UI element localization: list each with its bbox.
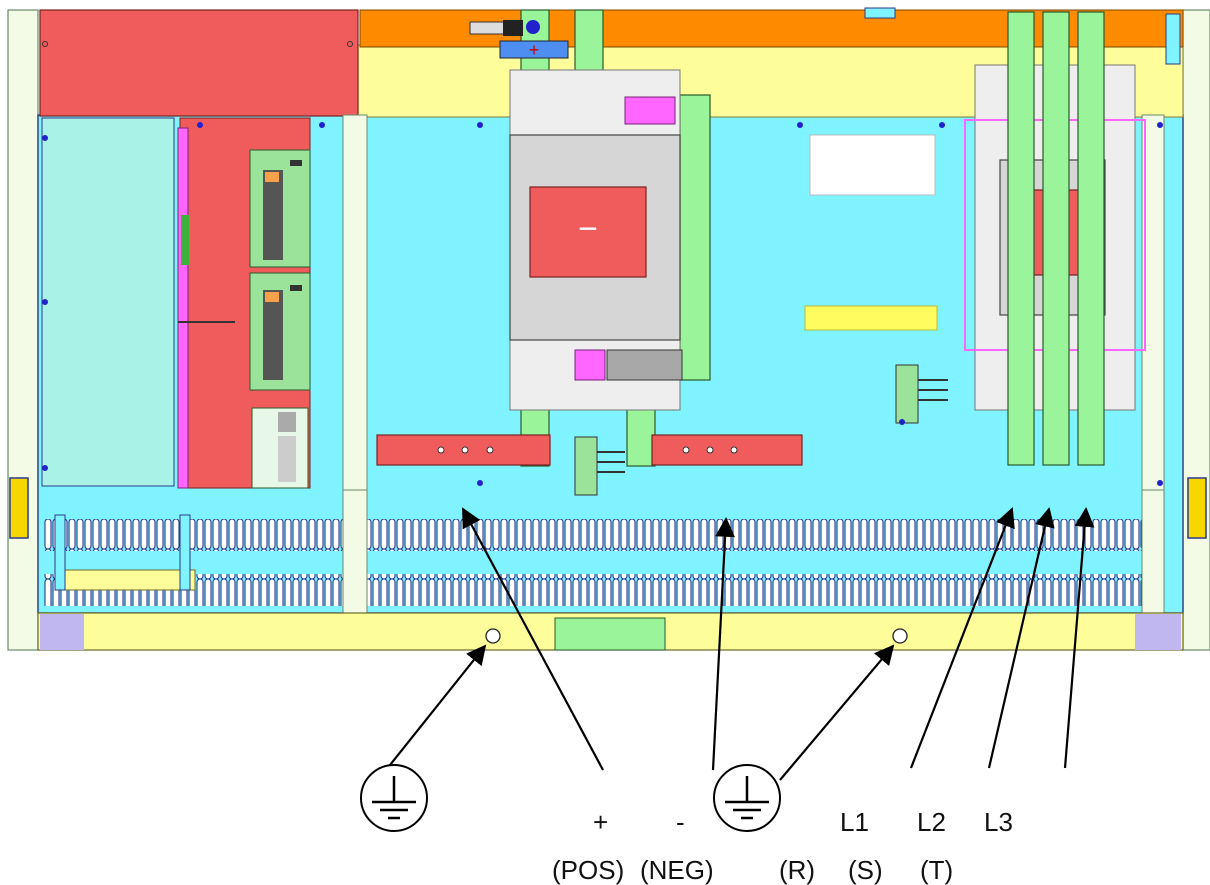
vent-divider-right: [1141, 489, 1165, 614]
left-handle: [9, 477, 29, 539]
control-board-magenta-strip: [177, 127, 189, 489]
terminal-strip-right: [895, 364, 948, 424]
l3-label: L3: [984, 807, 1013, 837]
l3-phase-label: (T): [920, 855, 954, 885]
dc-magenta-block-top: [624, 96, 676, 125]
ground-stud-right: [892, 628, 908, 644]
pos-symbol-label: +: [593, 807, 609, 837]
small-pcb: [251, 407, 309, 489]
mounting-bolts: [42, 122, 1163, 486]
vent-louvre-lower: [44, 574, 1158, 606]
l2-phase-label: (S): [848, 855, 883, 885]
dc-gray-block: [606, 349, 683, 381]
top-left-red-box: [39, 9, 359, 117]
cabinet-drawing: + −: [7, 7, 1210, 651]
l1-label: L1: [840, 807, 869, 837]
vent-louvre-upper: [44, 519, 1158, 551]
label-holder-yellow: [804, 305, 938, 331]
plus-connector-bar: [499, 40, 569, 59]
arrow-ground-right: [779, 644, 895, 781]
relay-pcb-lower: [249, 272, 311, 391]
l2-label: L2: [917, 807, 946, 837]
arrow-ground-left: [389, 644, 487, 766]
dc-side-busbar: [679, 94, 711, 381]
right-handle: [1187, 477, 1207, 539]
ac-busbar-l1: [1007, 11, 1035, 466]
ac-busbar-l2: [1042, 11, 1070, 466]
dc-breaker-mark: −: [578, 210, 598, 248]
terminal-strip-center: [574, 436, 625, 496]
callout-arrows: [389, 507, 1095, 781]
neg-name-label: (NEG): [640, 855, 714, 885]
left-side-frame: [7, 9, 39, 651]
top-right-cap: [1165, 13, 1181, 65]
dc-busbar-plus-mark: +: [529, 40, 540, 60]
right-side-frame: [1182, 9, 1210, 651]
label-holder-white: [809, 134, 936, 196]
vent-bracket: [54, 569, 196, 591]
pos-name-label: (POS): [552, 855, 625, 885]
ground-symbol-icon: [713, 764, 781, 832]
arrow-pos: [462, 507, 604, 771]
dc-breaker-handle: [529, 186, 647, 278]
dc-magenta-block-low: [574, 349, 606, 381]
dc-neg-output-bar: [651, 434, 803, 466]
left-teal-panel: [41, 117, 175, 487]
arrow-l1: [909, 507, 1015, 769]
arrow-neg: [711, 517, 735, 771]
top-small-tab: [864, 7, 896, 19]
ground-stud-left: [485, 628, 501, 644]
ground-symbol-icon: [360, 764, 428, 832]
arrow-l3: [1063, 507, 1095, 769]
arrow-l2: [987, 507, 1055, 769]
bottom-gland-plate: [554, 617, 666, 651]
relay-pcb-upper: [249, 149, 311, 268]
l1-phase-label: (R): [779, 855, 816, 885]
neg-symbol-label: -: [676, 807, 685, 837]
ac-busbar-l3: [1077, 11, 1105, 466]
vent-divider-left: [342, 489, 368, 614]
